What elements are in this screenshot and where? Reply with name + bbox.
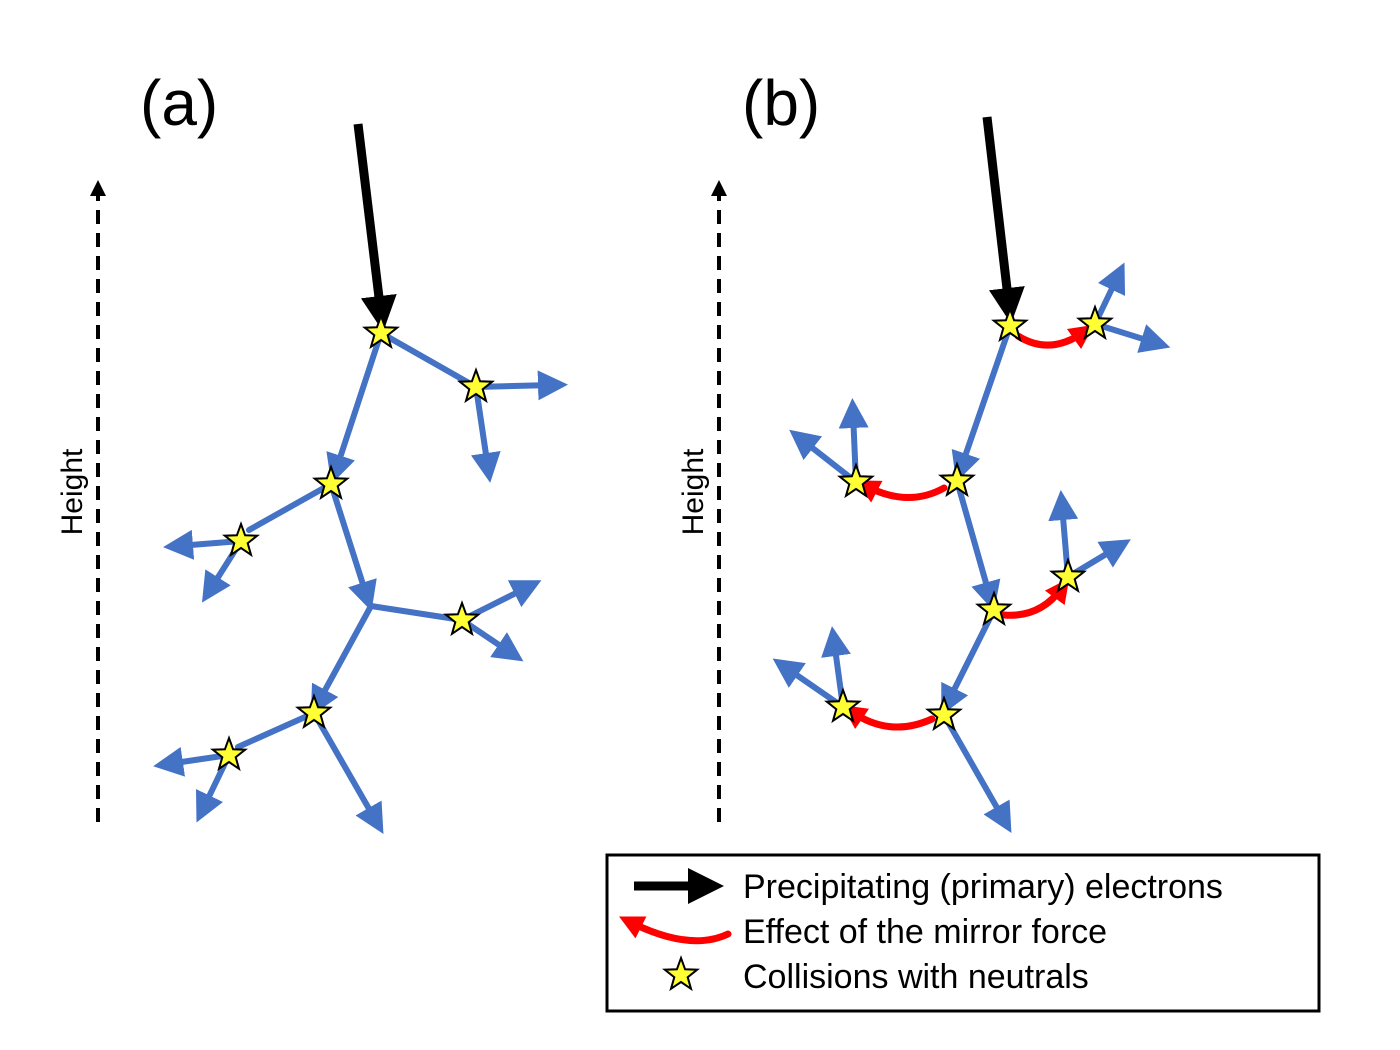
primary-electron-arrow-b xyxy=(982,116,1025,324)
primary-electron-arrow-a xyxy=(353,123,397,332)
electron-path xyxy=(789,429,859,485)
collision-star-icon xyxy=(975,590,1013,627)
electron-path xyxy=(470,384,501,483)
mirror-force-arrow xyxy=(855,480,948,503)
panel-b-label: (b) xyxy=(742,67,820,139)
electron-path xyxy=(153,746,232,777)
electron-path xyxy=(235,710,317,750)
collision-star-icon xyxy=(362,313,400,350)
panel-b: (b) Height xyxy=(677,67,1171,834)
electron-path xyxy=(368,603,465,623)
collision-star-icon xyxy=(312,464,350,501)
electron-path xyxy=(328,481,377,612)
yellow-star-icon xyxy=(662,955,700,992)
secondary-electron-paths-b xyxy=(772,262,1171,834)
electron-path xyxy=(326,330,384,485)
legend: Precipitating (primary) electrons Effect… xyxy=(605,853,1321,1013)
electron-path xyxy=(163,529,244,560)
electron-path xyxy=(951,323,1013,483)
electron-path xyxy=(1092,321,1171,353)
height-axis-label-b: Height xyxy=(677,448,710,535)
collision-stars-a xyxy=(210,313,495,772)
electron-path xyxy=(310,603,374,717)
collision-star-icon xyxy=(824,687,862,724)
height-axis-label-a: Height xyxy=(56,448,89,535)
collision-star-icon xyxy=(457,367,495,404)
collision-star-icon xyxy=(837,462,875,499)
legend-label-mirror-force: Effect of the mirror force xyxy=(743,913,1107,951)
mirror-force-arrow xyxy=(1014,324,1095,350)
electron-path xyxy=(378,330,479,390)
secondary-electron-paths-a xyxy=(153,330,568,835)
electron-path xyxy=(311,710,384,835)
collision-star-icon xyxy=(938,461,976,498)
red-curved-arrow-icon xyxy=(619,916,732,945)
collision-star-icon xyxy=(991,306,1029,343)
electron-path xyxy=(246,481,334,533)
collision-star-icon xyxy=(443,600,481,637)
electron-path xyxy=(954,478,1001,612)
panel-a: (a) Height xyxy=(56,67,568,835)
electron-path xyxy=(941,712,1012,834)
collision-stars-b xyxy=(824,304,1114,732)
collision-star-icon xyxy=(925,695,963,732)
electron-path xyxy=(473,370,568,401)
collision-star-icon xyxy=(295,693,333,730)
collision-star-icon xyxy=(1076,304,1114,341)
electron-path xyxy=(772,658,846,710)
collision-star-icon xyxy=(1049,557,1087,594)
mirror-force-arrows-b xyxy=(841,324,1095,731)
electron-path xyxy=(941,607,997,716)
panel-a-label: (a) xyxy=(140,67,218,139)
collision-star-icon xyxy=(210,735,248,772)
legend-label-primary-electrons: Precipitating (primary) electrons xyxy=(743,868,1223,906)
mirror-force-arrow xyxy=(841,705,936,731)
collision-star-icon xyxy=(222,521,260,558)
mirror-force-arrow xyxy=(1000,578,1070,619)
legend-label-collisions: Collisions with neutrals xyxy=(743,958,1089,996)
